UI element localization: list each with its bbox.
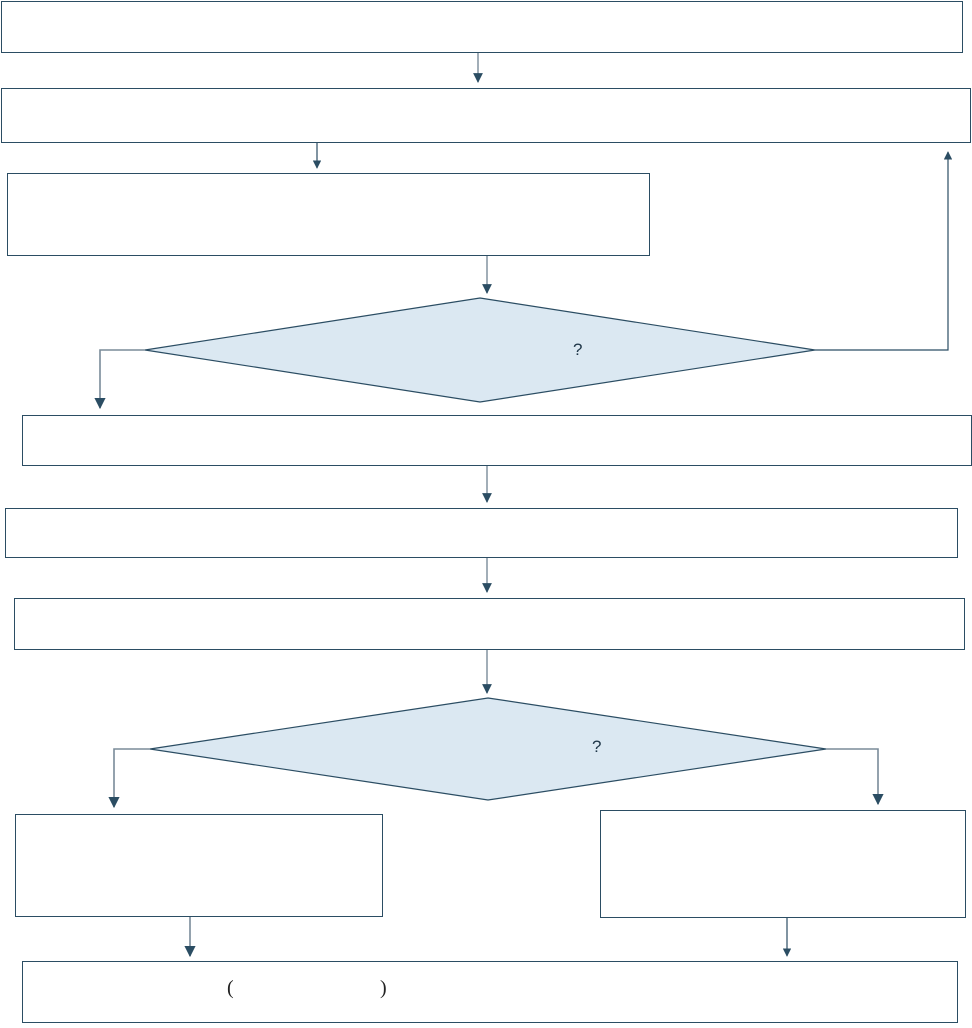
decision-diamond-2 xyxy=(149,697,827,801)
process-node-1[interactable] xyxy=(1,1,963,53)
open-paren-glyph: ( xyxy=(227,977,234,999)
process-node-4[interactable] xyxy=(22,415,972,466)
edge-d2-n8 xyxy=(826,748,884,806)
decision-1-label: ? xyxy=(573,340,583,359)
process-node-3[interactable] xyxy=(7,173,650,256)
process-node-9[interactable] xyxy=(22,961,958,1023)
process-node-6[interactable] xyxy=(14,598,965,650)
process-node-7[interactable] xyxy=(15,814,383,917)
decision-2-label: ? xyxy=(592,737,602,756)
process-node-2[interactable] xyxy=(1,88,971,143)
process-node-8[interactable] xyxy=(600,810,966,918)
edge-d1-n4 xyxy=(94,349,145,410)
decision-diamond-1 xyxy=(144,297,816,403)
edge-d2-n7 xyxy=(108,748,150,809)
process-node-5[interactable] xyxy=(5,508,958,558)
close-paren-glyph: ) xyxy=(380,977,387,999)
edge-d1-n2-feedback xyxy=(815,151,953,351)
